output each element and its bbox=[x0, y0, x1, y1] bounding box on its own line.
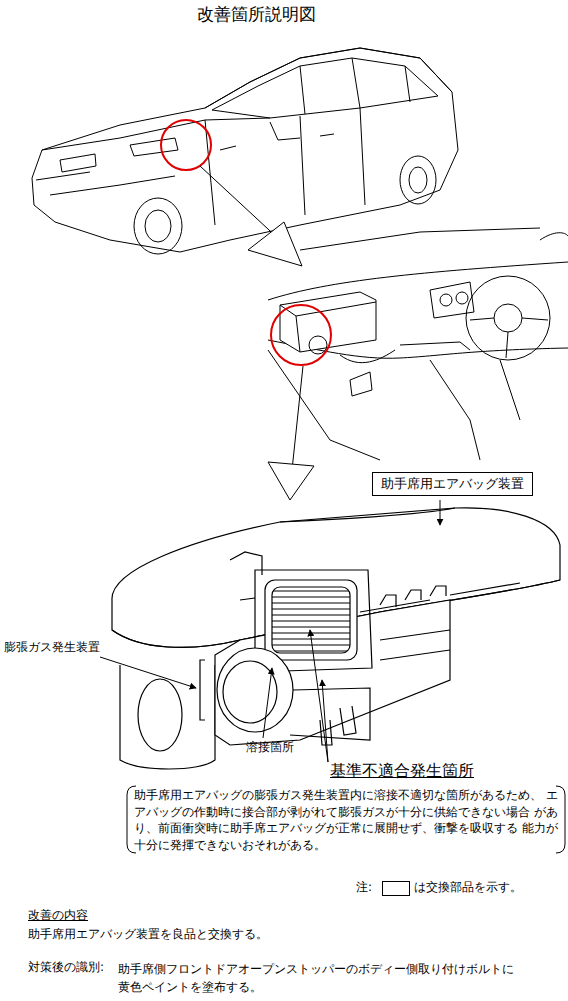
note-text: 対策後の識別: bbox=[28, 960, 104, 974]
note-text-box: 基準不適合発生箇所 bbox=[330, 761, 474, 782]
label-box: 助手席用エアバッグ装置 bbox=[372, 472, 533, 496]
note-text-box: 改善の内容 bbox=[28, 908, 88, 924]
note-text: 溶接箇所 bbox=[246, 740, 294, 754]
title-box: 改善箇所説明図 bbox=[197, 3, 316, 25]
interior-drawing bbox=[268, 228, 568, 460]
legend-text-box: は交換部品を示す。 bbox=[414, 880, 522, 896]
note-text-box: 助手席側フロントドアオープンストッパーのボディー側取り付けボルトに 黄色ペイント… bbox=[118, 960, 518, 996]
note-text-box: 助手席用エアバッグの膨張ガス発生装置内に溶接不適切な箇所があるため、 エアバッグ… bbox=[134, 787, 560, 853]
note-text: 基準不適合発生箇所 bbox=[330, 761, 474, 780]
note-text: 改善の内容 bbox=[28, 908, 88, 922]
note-text: 膨張ガス発生装置 bbox=[4, 640, 100, 654]
legend-swatch bbox=[382, 881, 410, 896]
note-text: 注: bbox=[356, 880, 372, 894]
note-text: 助手席用エアバッグ装置を良品と交換する。 bbox=[28, 927, 268, 941]
box-label: 助手席用エアバッグ装置 bbox=[381, 476, 524, 491]
note-text-box: 溶接箇所 bbox=[246, 740, 294, 756]
note-text-box: 助手席用エアバッグ装置を良品と交換する。 bbox=[28, 927, 268, 943]
note-text: 助手席側フロントドアオープンストッパーのボディー側取り付けボルトに 黄色ペイント… bbox=[118, 962, 514, 994]
legend-text: は交換部品を示す。 bbox=[414, 880, 522, 894]
note-text-box: 対策後の識別: bbox=[28, 960, 104, 976]
note-text: 助手席用エアバッグの膨張ガス発生装置内に溶接不適切な箇所があるため、 エアバッグ… bbox=[134, 788, 558, 852]
note-text-box: 膨張ガス発生装置 bbox=[4, 640, 100, 656]
car-drawing bbox=[32, 48, 458, 254]
title: 改善箇所説明図 bbox=[197, 4, 316, 24]
airbag-module bbox=[112, 508, 560, 769]
note-text-box: 注: bbox=[356, 880, 372, 896]
